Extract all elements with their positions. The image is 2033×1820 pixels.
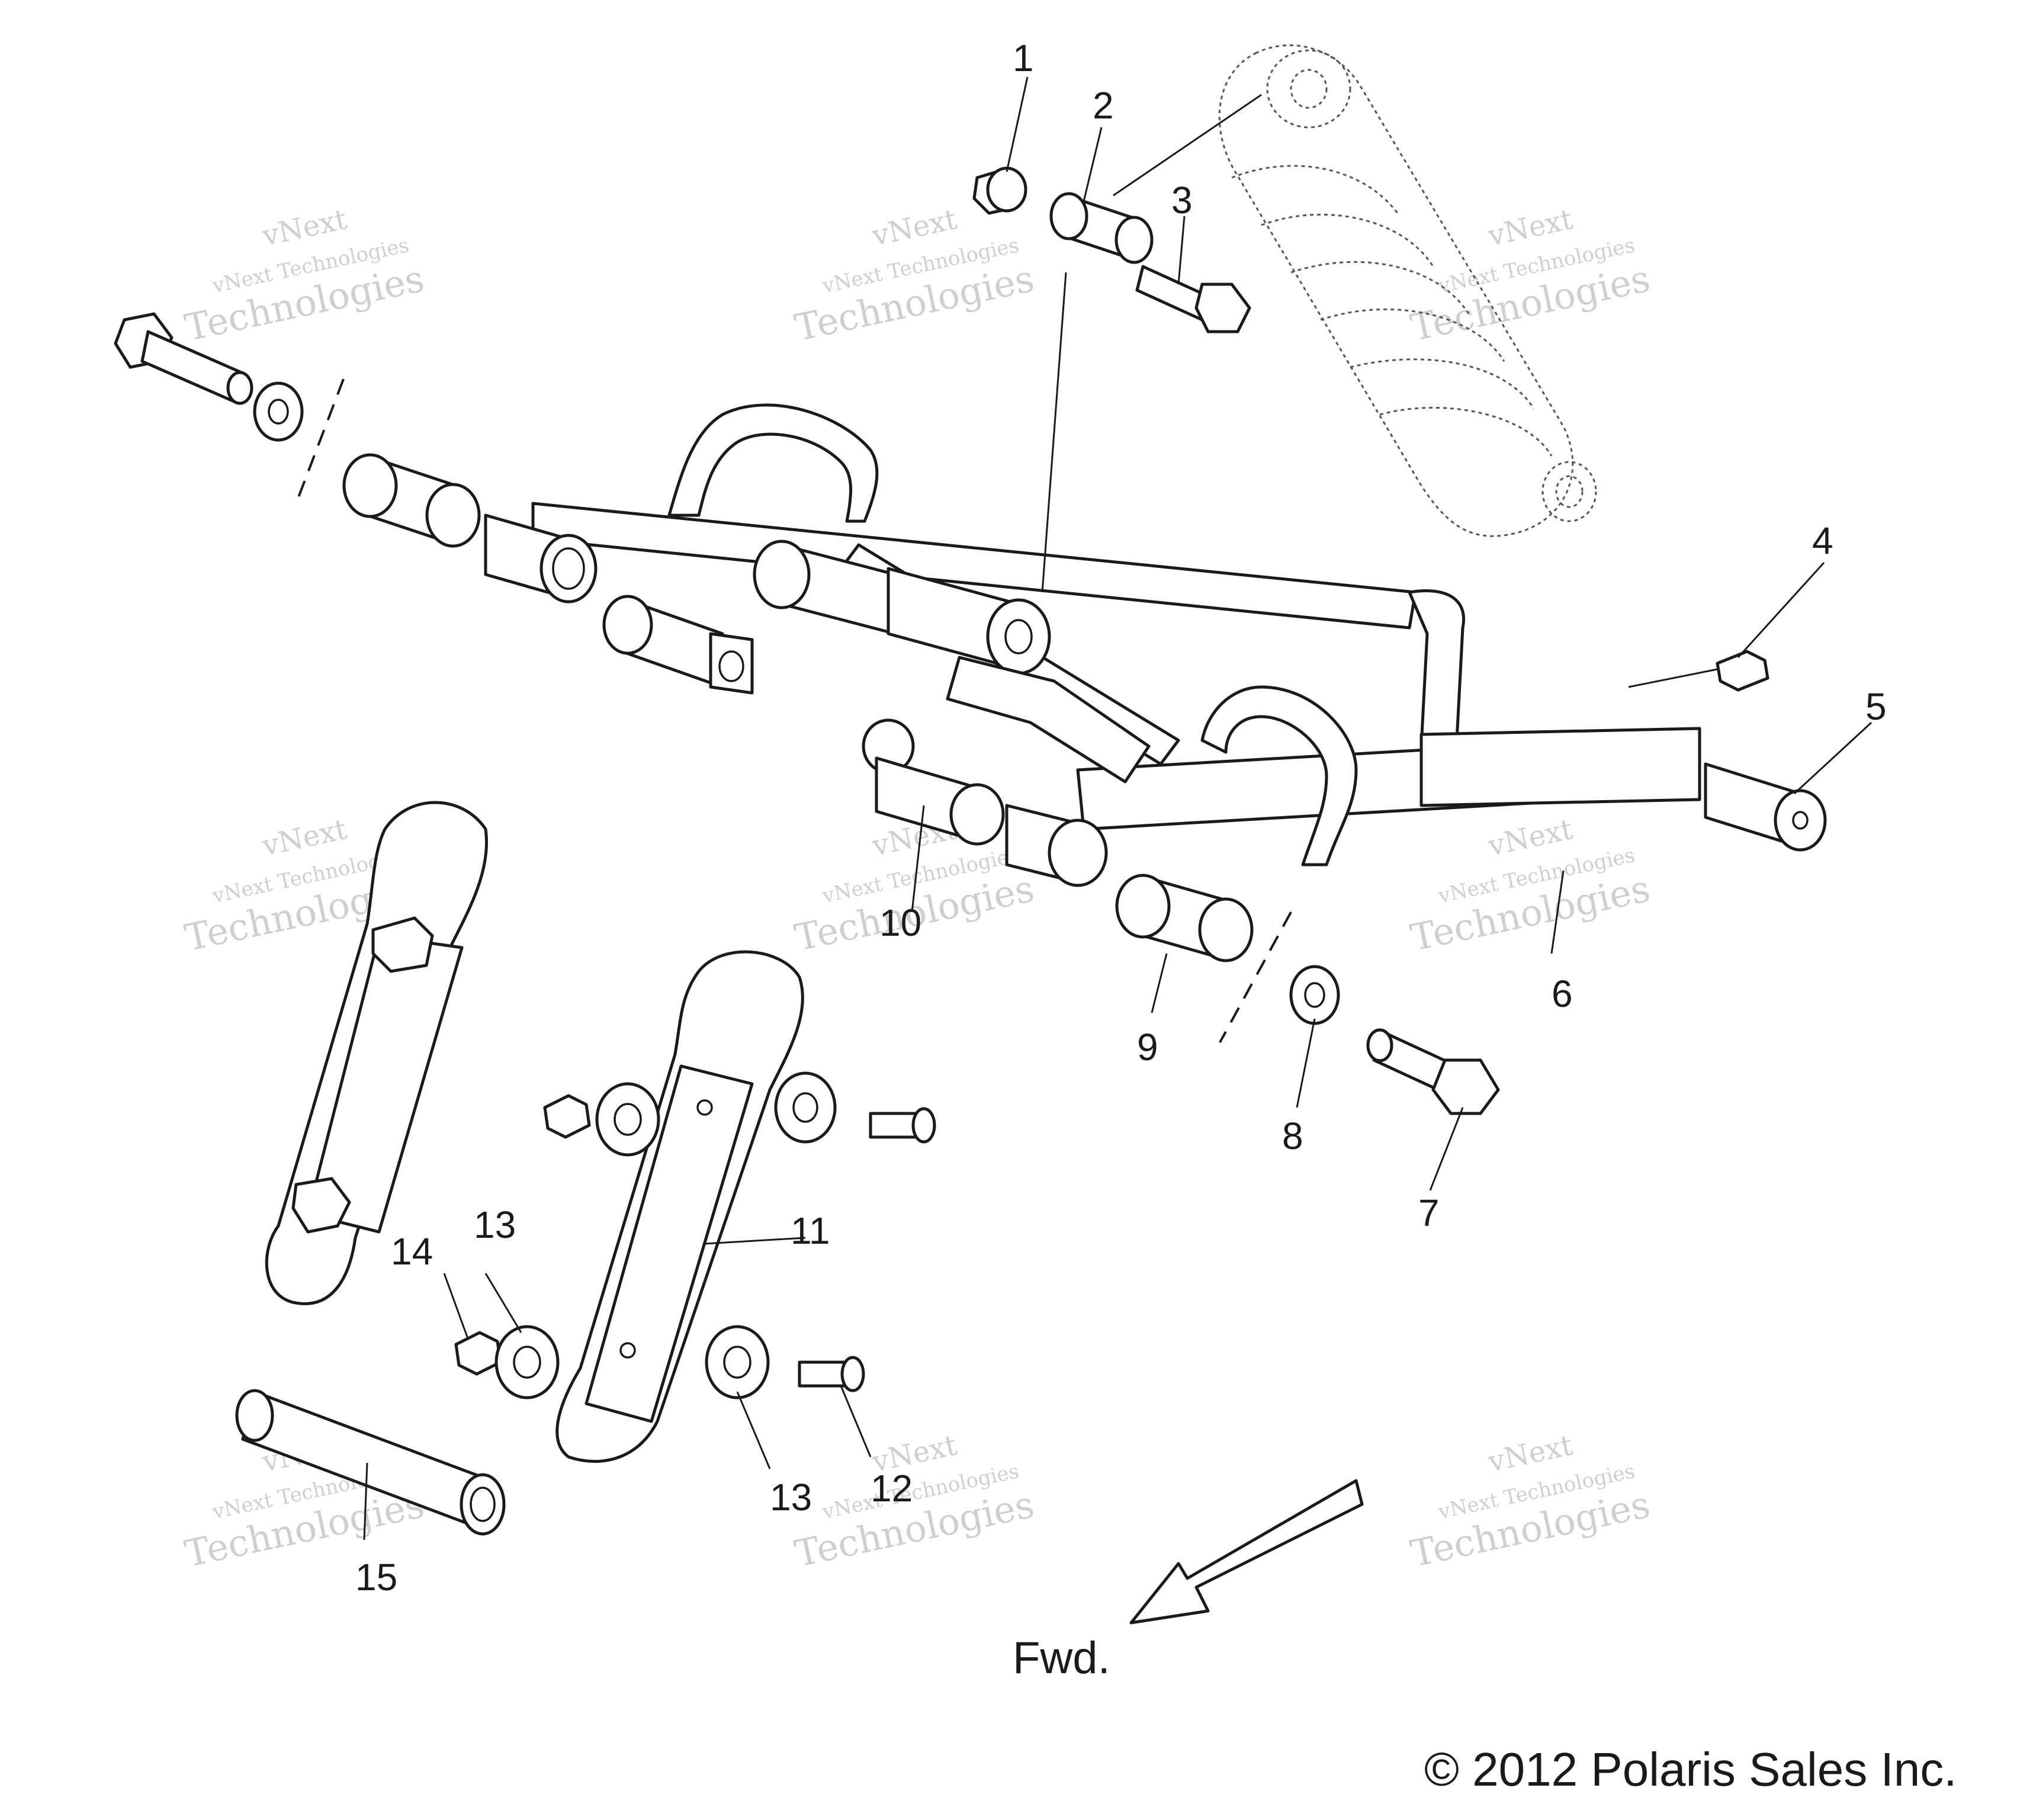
- bolt-part-3: [1135, 265, 1251, 333]
- callout-11: 11: [791, 1209, 830, 1252]
- washer-part-8: [1289, 965, 1340, 1025]
- callout-1: 1: [1013, 37, 1034, 79]
- bushing-part-9: [1115, 874, 1254, 962]
- watermark-tile: vNext vNext Technologies Technologies: [181, 203, 428, 349]
- callouts: 1 2 3 4 5 6 7 8 9 10 11 12 13 13 14 15: [355, 37, 1887, 1598]
- callout-8: 8: [1282, 1115, 1303, 1157]
- bolt-part-12: [798, 1356, 865, 1392]
- sleeve-part-15: [235, 1389, 506, 1536]
- grease-fitting-part-4: [1716, 650, 1769, 692]
- callout-9: 9: [1137, 1026, 1158, 1068]
- svg-text:vNext: vNext: [869, 203, 959, 253]
- washer-upper-left: [595, 1082, 660, 1157]
- callout-2: 2: [1093, 84, 1114, 127]
- forward-arrow: Fwd.: [1013, 1479, 1364, 1683]
- link-arm-part-11: [555, 950, 804, 1463]
- callout-7: 7: [1418, 1192, 1440, 1234]
- flanged-bushing-left: [602, 595, 754, 695]
- washer-part-13-right: [705, 1325, 770, 1399]
- bolt-part-7: [1366, 1028, 1500, 1115]
- swing-arm: [484, 403, 1827, 887]
- nut-upper: [543, 1094, 591, 1139]
- callout-5: 5: [1865, 685, 1887, 728]
- callout-10: 10: [879, 901, 921, 944]
- forward-label: Fwd.: [1013, 1633, 1110, 1683]
- callout-15: 15: [355, 1556, 397, 1598]
- svg-text:vNext: vNext: [1485, 813, 1575, 863]
- callout-6: 6: [1552, 972, 1573, 1015]
- flanged-bushing-part-10: [862, 718, 1005, 846]
- callout-4: 4: [1812, 519, 1833, 562]
- nut-part-1: [972, 166, 1027, 215]
- bolt-upper: [869, 1107, 936, 1144]
- copyright-text: © 2012 Polaris Sales Inc.: [1424, 1743, 1957, 1796]
- bushing-left: [342, 453, 481, 548]
- callout-14: 14: [391, 1230, 433, 1273]
- watermark-tile: vNext vNext Technologies Technologies: [1407, 1429, 1654, 1575]
- callout-3: 3: [1171, 179, 1193, 222]
- leader-lines: [363, 76, 1873, 1540]
- svg-text:vNext: vNext: [1485, 1429, 1575, 1479]
- shock-absorber: [1218, 44, 1597, 537]
- link-arm-left: [265, 801, 488, 1305]
- washer-part-13-left: [494, 1325, 560, 1399]
- callout-13a: 13: [474, 1203, 516, 1246]
- washer-upper-right: [774, 1071, 837, 1144]
- watermark-tile: vNext vNext Technologies Technologies: [791, 203, 1038, 349]
- svg-text:vNext: vNext: [259, 813, 349, 863]
- svg-text:vNext: vNext: [259, 203, 349, 253]
- svg-text:vNext: vNext: [1485, 203, 1575, 253]
- callout-13b: 13: [770, 1476, 812, 1519]
- nut-part-14: [454, 1331, 502, 1376]
- washer-left: [253, 381, 304, 442]
- pivot-bolt-left: [114, 312, 253, 405]
- callout-12: 12: [871, 1467, 913, 1510]
- watermark-tile: vNext vNext Technologies Technologies: [1407, 203, 1654, 349]
- bushing-part-2: [1049, 192, 1154, 264]
- watermark-tile: vNext vNext Technologies Technologies: [1407, 813, 1654, 959]
